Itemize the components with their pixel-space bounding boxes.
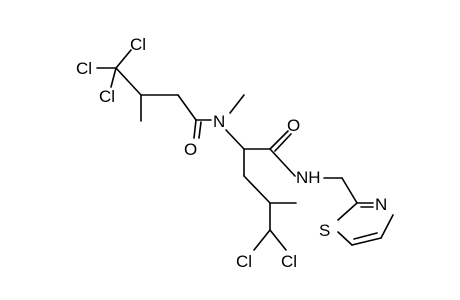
atom-label-cl-bottom-right: Cl: [281, 252, 297, 271]
atom-label-cl-left: Cl: [76, 59, 92, 78]
atom-label-o-left: O: [184, 140, 197, 159]
bond-beta-gamma: [243, 175, 271, 204]
bond-carbonyl-nh: [269, 148, 296, 177]
bond-ccl3-cl-bottom: [110, 67, 117, 88]
bond-ring-c4-c5-b: [353, 232, 378, 240]
bond-n-methyl: [229, 94, 245, 114]
atom-labels: Cl Cl Cl N O O NH N S Cl Cl: [76, 35, 387, 271]
atom-label-cl-bottom-left: Cl: [236, 252, 252, 271]
bonds: [96, 49, 394, 251]
bond-ccl3-cl-top: [115, 49, 132, 69]
bond-chcl2-cl-left: [253, 229, 271, 251]
bond-ch2-ring: [341, 177, 358, 204]
atom-label-s-ring: S: [319, 221, 330, 240]
bond-c2-c1: [177, 94, 197, 121]
bond-ring-c5-s: [337, 231, 353, 246]
bond-c1-o-a: [193, 119, 197, 139]
bond-carbonyl-o-a: [269, 130, 289, 150]
atom-label-cl-top: Cl: [130, 35, 146, 54]
bond-ccl3-c3: [115, 67, 142, 96]
bond-carbonyl-o-b: [274, 133, 292, 152]
bond-ring-s-c2: [337, 202, 358, 221]
atom-label-o-right: O: [287, 116, 300, 135]
atom-label-n-amide: N: [213, 112, 225, 131]
bond-c1-o-b: [198, 121, 202, 139]
bond-ring-n3-c4: [380, 214, 394, 239]
bond-n-alpha: [225, 129, 245, 150]
atom-label-nh: NH: [296, 168, 321, 187]
bond-ring-c4-c5-a: [351, 237, 382, 246]
bond-chcl2-cl-right: [269, 229, 287, 251]
atom-label-n-ring: N: [375, 195, 387, 214]
atom-label-cl-bottom: Cl: [99, 87, 115, 106]
